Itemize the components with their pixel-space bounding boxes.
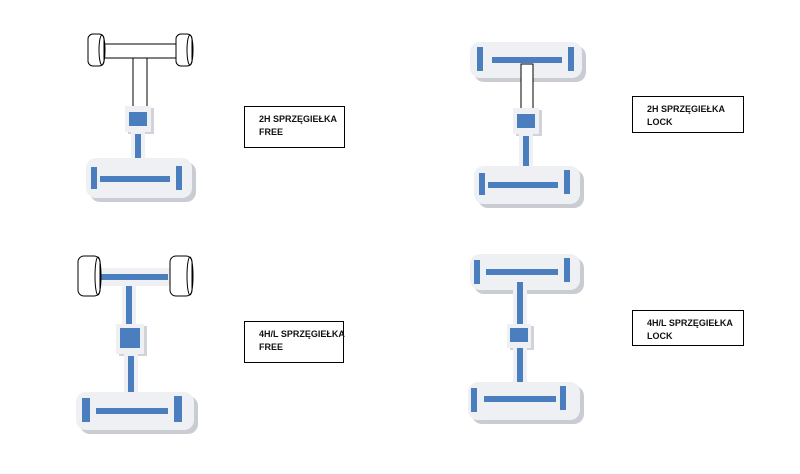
rear-driveshaft-active	[124, 354, 138, 402]
mode-label-line1: 4H/L SPRZĘGIEŁKA	[647, 318, 733, 328]
transfer-case	[116, 324, 147, 356]
mode-label-2h-lock: 2H SPRZĘGIEŁKA LOCK	[632, 96, 744, 133]
rear-axle-active	[76, 392, 198, 434]
front-driveshaft-active	[513, 280, 527, 326]
transfer-case	[513, 108, 542, 136]
mode-label-line1: 2H SPRZĘGIEŁKA	[647, 104, 726, 114]
mode-label-4hl-lock: 4H/L SPRZĘGIEŁKA LOCK	[632, 310, 744, 346]
front-axle-inactive	[87, 33, 194, 67]
rear-axle-active	[86, 158, 196, 202]
transfer-case	[507, 324, 534, 350]
mode-label-line2: FREE	[259, 127, 284, 137]
mode-label-line2: LOCK	[647, 331, 673, 341]
mode-label-line2: FREE	[259, 342, 284, 352]
transfer-case	[125, 106, 154, 134]
rear-driveshaft-active	[513, 348, 527, 390]
mode-label-2h-free: 2H SPRZĘGIEŁKA FREE	[244, 106, 345, 148]
mode-label-line1: 4H/L SPRZĘGIEŁKA	[259, 329, 345, 339]
mode-label-line1: 2H SPRZĘGIEŁKA	[259, 114, 338, 124]
rear-driveshaft-active	[519, 134, 533, 176]
rear-axle-active	[468, 382, 584, 424]
front-driveshaft-active	[122, 286, 136, 328]
front-axle-active	[470, 254, 584, 294]
mode-label-4hl-free: 4H/L SPRZĘGIEŁKA FREE	[244, 321, 345, 363]
rear-axle-active	[474, 166, 584, 208]
mode-label-line2: LOCK	[647, 117, 673, 127]
front-axle-hubs-free	[77, 255, 194, 297]
